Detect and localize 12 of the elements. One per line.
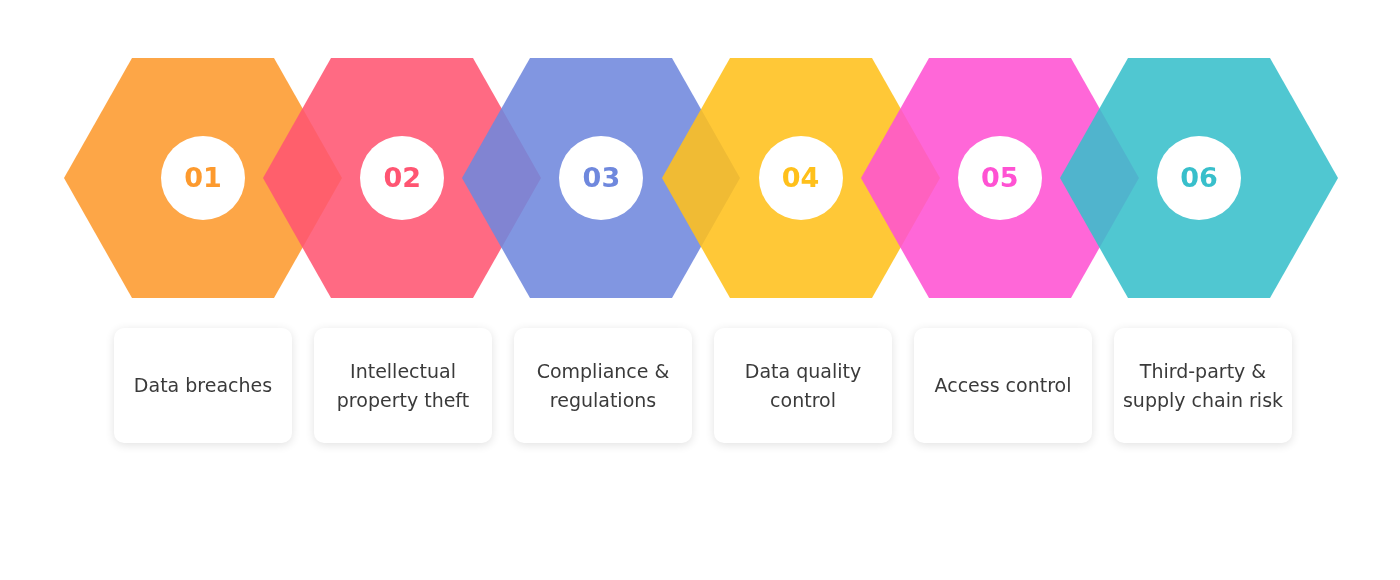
card-text: Third-party & supply chain risk [1121,358,1285,413]
card-text: Compliance & regulations [535,358,671,413]
card-text: Intellectual property theft [335,358,471,413]
step-number: 05 [980,162,1020,194]
step-number: 02 [382,162,422,194]
card-text: Data breaches [132,373,274,398]
card-text: Access control [933,373,1073,398]
step-number: 01 [183,162,223,194]
card-text: Data quality control [743,358,863,413]
step-number: 03 [581,162,622,194]
step-number: 04 [780,162,821,194]
step-number: 06 [1179,162,1219,194]
